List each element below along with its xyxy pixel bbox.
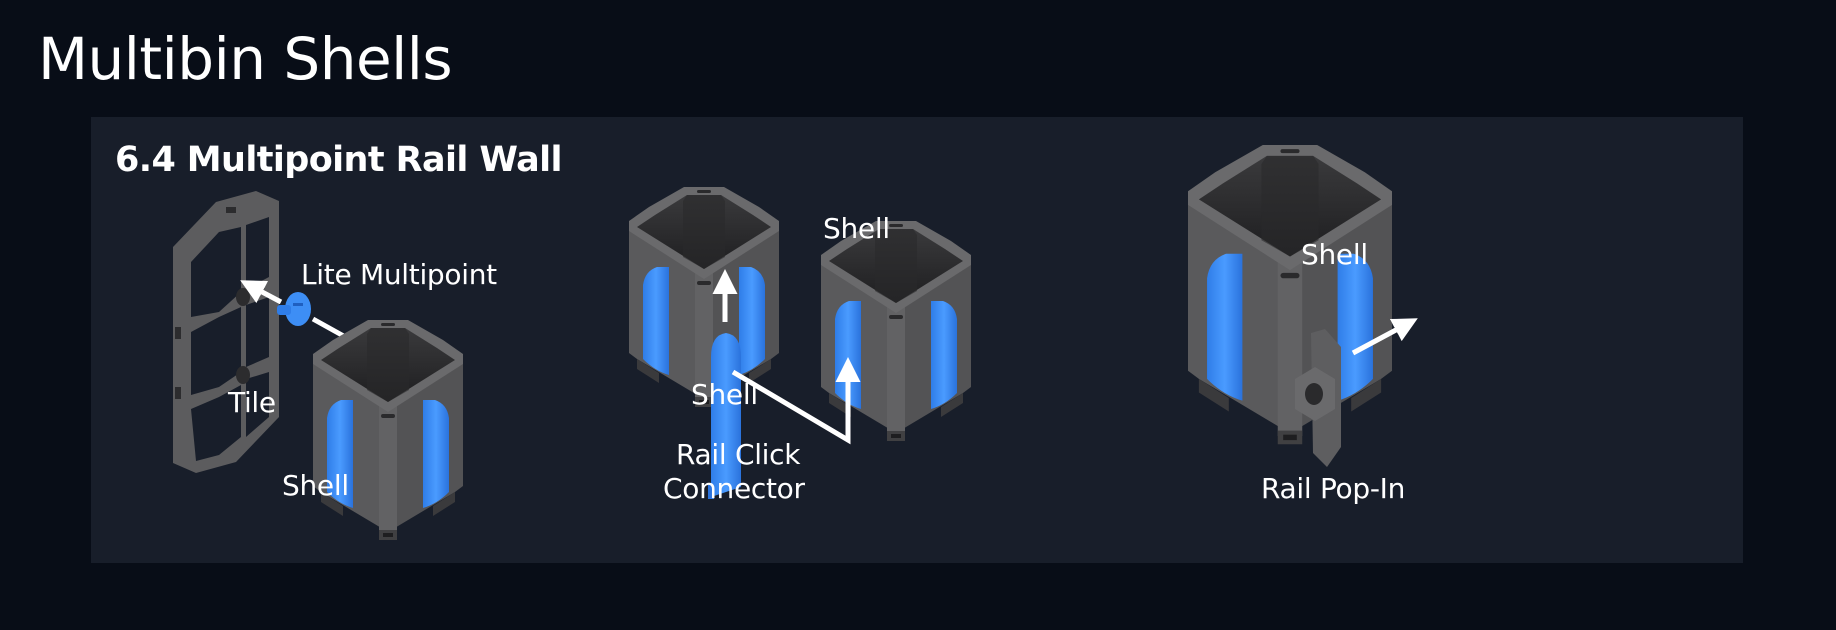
arrow-connector-to-shell — [731, 357, 861, 445]
label-tile: Tile — [228, 386, 276, 419]
tile-part — [173, 191, 279, 473]
label-shell-center-top: Shell — [823, 212, 890, 245]
arrow-popin-to-shell — [1351, 318, 1418, 356]
label-shell-right: Shell — [1301, 238, 1368, 271]
shell-bin-center-left — [629, 187, 779, 407]
lite-multipoint-part — [277, 292, 311, 326]
shell-bin-right — [1188, 145, 1392, 445]
label-shell-left: Shell — [282, 469, 349, 502]
arrow-lite-to-tile — [240, 280, 283, 305]
shell-bin-left — [313, 320, 463, 540]
label-rail-click-connector-line2: Connector — [663, 472, 805, 505]
assembly-illustration — [173, 145, 1418, 540]
label-shell-center-left: Shell — [691, 378, 758, 411]
label-rail-click-connector-line1: Rail Click — [676, 438, 801, 471]
section-title: 6.4 Multipoint Rail Wall — [115, 140, 563, 180]
label-lite-multipoint: Lite Multipoint — [301, 258, 497, 291]
page-title: Multibin Shells — [38, 25, 453, 93]
rail-pop-in-part — [1295, 329, 1341, 467]
shell-bin-center-right — [821, 221, 971, 441]
section-panel: 6.4 Multipoint Rail Wall Lite Multipoint… — [91, 117, 1743, 563]
label-rail-pop-in: Rail Pop-In — [1261, 472, 1406, 505]
